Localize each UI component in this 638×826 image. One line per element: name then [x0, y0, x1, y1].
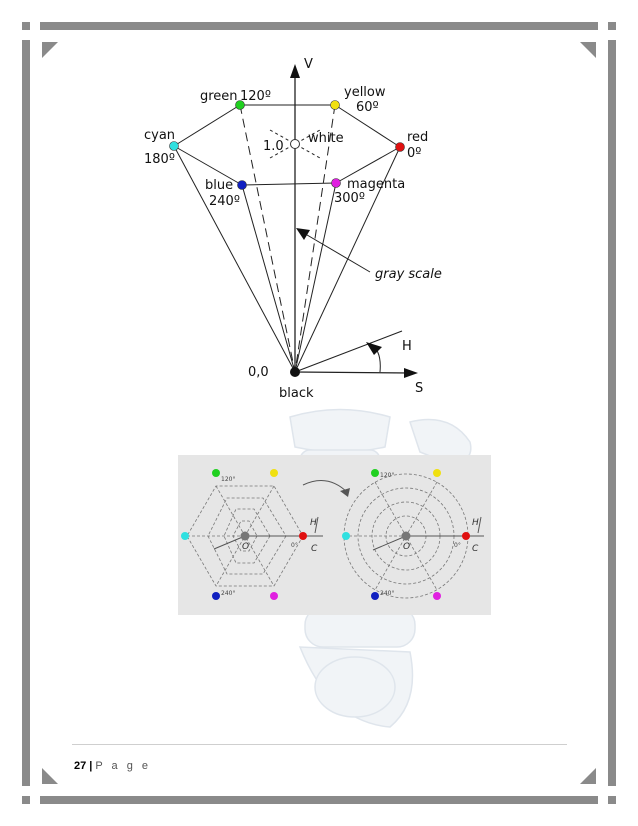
- magenta-point: [331, 178, 341, 188]
- gray-scale-label: gray scale: [375, 267, 442, 282]
- right-h-label: H: [472, 518, 479, 528]
- cyan-point: [169, 141, 179, 151]
- h-angle-label: H: [402, 339, 412, 354]
- top-value-label: 1.0: [263, 139, 284, 154]
- blue-point: [237, 180, 247, 190]
- right-origin-point: [401, 531, 411, 541]
- h-angle-arrowhead: [366, 342, 382, 355]
- left-cyan-point: [181, 532, 189, 540]
- left-origin-point: [240, 531, 250, 541]
- left-120-label: 120°: [221, 476, 235, 483]
- left-magenta-point: [270, 592, 278, 600]
- right-origin-label: O: [403, 542, 410, 552]
- cyan-degree-label: 180º: [144, 152, 175, 167]
- right-yellow-point: [433, 469, 441, 477]
- hsv-cone-diagram: V S H 0,0 black 1.0 white gray scale gre…: [144, 57, 442, 401]
- hex-edge-blue-cyan: [173, 145, 243, 186]
- s-axis-arrowhead: [404, 368, 418, 378]
- red-degree-label: 0º: [407, 146, 421, 161]
- right-red-point: [462, 532, 470, 540]
- white-label: white: [308, 131, 344, 146]
- white-point: [290, 139, 300, 149]
- right-240-label: 240°: [380, 590, 394, 597]
- right-magenta-point: [433, 592, 441, 600]
- blue-label: blue: [205, 178, 233, 193]
- cyan-label: cyan: [144, 128, 175, 143]
- hex-edge-magenta-blue: [241, 182, 337, 186]
- green-degree-label: 120º: [240, 89, 271, 104]
- left-0-label: 0°: [291, 542, 298, 549]
- right-green-point: [371, 469, 379, 477]
- green-point: [235, 100, 245, 110]
- s-axis-label: S: [415, 381, 423, 396]
- left-c-label: C: [311, 544, 318, 554]
- left-blue-point: [212, 592, 220, 600]
- left-yellow-point: [270, 469, 278, 477]
- v-axis-label: V: [304, 57, 313, 72]
- right-120-label: 120°: [380, 472, 394, 479]
- right-0-label: 0°: [454, 542, 461, 549]
- footer-rule: [72, 744, 567, 745]
- black-point: [290, 367, 300, 377]
- yellow-degree-label: 60º: [356, 100, 379, 115]
- hex-edge-cyan-green: [173, 104, 241, 147]
- left-origin-label: O: [242, 542, 249, 552]
- gray-scale-arrowhead: [296, 228, 310, 240]
- v-axis-arrowhead: [290, 64, 300, 78]
- left-red-point: [299, 532, 307, 540]
- red-label: red: [407, 130, 428, 145]
- right-c-label: C: [472, 544, 479, 554]
- blue-degree-label: 240º: [209, 194, 240, 209]
- page-footer: 27|P a g e: [74, 760, 151, 772]
- origin-label: 0,0: [248, 365, 269, 380]
- magenta-degree-label: 300º: [334, 191, 365, 206]
- magenta-label: magenta: [347, 177, 405, 192]
- green-label: green: [200, 89, 238, 104]
- page-word: P a g e: [95, 760, 151, 772]
- right-cyan-point: [342, 532, 350, 540]
- page-number: 27: [74, 760, 87, 772]
- right-blue-point: [371, 592, 379, 600]
- red-point: [395, 142, 405, 152]
- hexagon-to-circle-diagram: 120° 240° 0° 120° 240° 0° O O H C H C: [178, 455, 491, 615]
- yellow-label: yellow: [344, 85, 386, 100]
- left-green-point: [212, 469, 220, 477]
- left-h-label: H: [310, 518, 317, 528]
- left-240-label: 240°: [221, 590, 235, 597]
- hex-edge-yellow-red: [334, 104, 401, 148]
- footer-separator: |: [89, 760, 93, 772]
- black-label: black: [279, 386, 314, 401]
- yellow-point: [330, 100, 340, 110]
- hex-edge-red-magenta: [335, 146, 401, 184]
